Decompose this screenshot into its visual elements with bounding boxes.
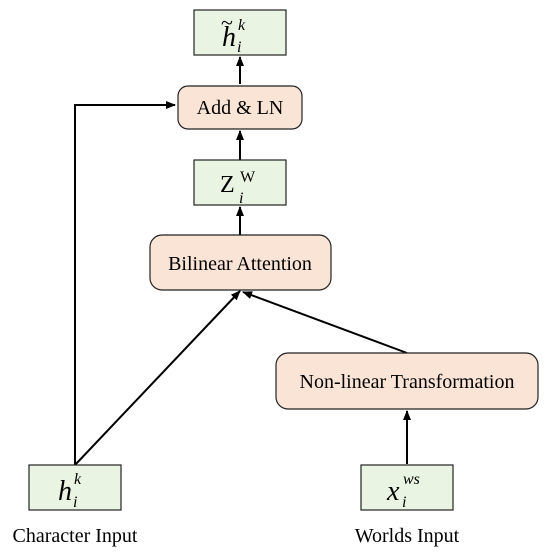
edges (74, 56, 411, 466)
edge-nonlinear-to-bilinear (242, 291, 408, 354)
output-symbol: h (222, 22, 236, 53)
add-ln-node: Add & LN (177, 85, 303, 130)
z-subscript: i (239, 190, 243, 207)
nonlinear-transformation-label: Non-linear Transformation (300, 371, 515, 393)
character-input-node: h k i (28, 464, 122, 511)
word-input-node: x ws i (360, 464, 454, 511)
word-input-symbol: x (386, 476, 400, 507)
add-ln-label: Add & LN (197, 97, 284, 119)
bilinear-attention-node: Bilinear Attention (149, 234, 332, 291)
output-node: h ~ k i (193, 9, 287, 56)
char-input-subscript: i (73, 494, 77, 511)
edge-residual-to-add-ln (74, 101, 176, 465)
output-subscript: i (237, 39, 241, 56)
bilinear-attention-label: Bilinear Attention (168, 253, 312, 275)
z-symbol: Z (220, 172, 235, 198)
output-accent: ~ (221, 10, 233, 35)
char-input-superscript: k (74, 471, 82, 488)
char-input-symbol: h (58, 476, 72, 507)
output-superscript: k (238, 17, 246, 34)
z-superscript: W (240, 169, 256, 186)
word-input-superscript: ws (403, 471, 420, 488)
character-input-caption: Character Input (13, 525, 138, 547)
z-node: Z W i (193, 159, 287, 207)
edge-char-to-bilinear (74, 290, 241, 466)
nonlinear-transformation-node: Non-linear Transformation (275, 352, 539, 410)
word-input-subscript: i (402, 494, 406, 511)
worlds-input-caption: Worlds Input (355, 525, 460, 547)
